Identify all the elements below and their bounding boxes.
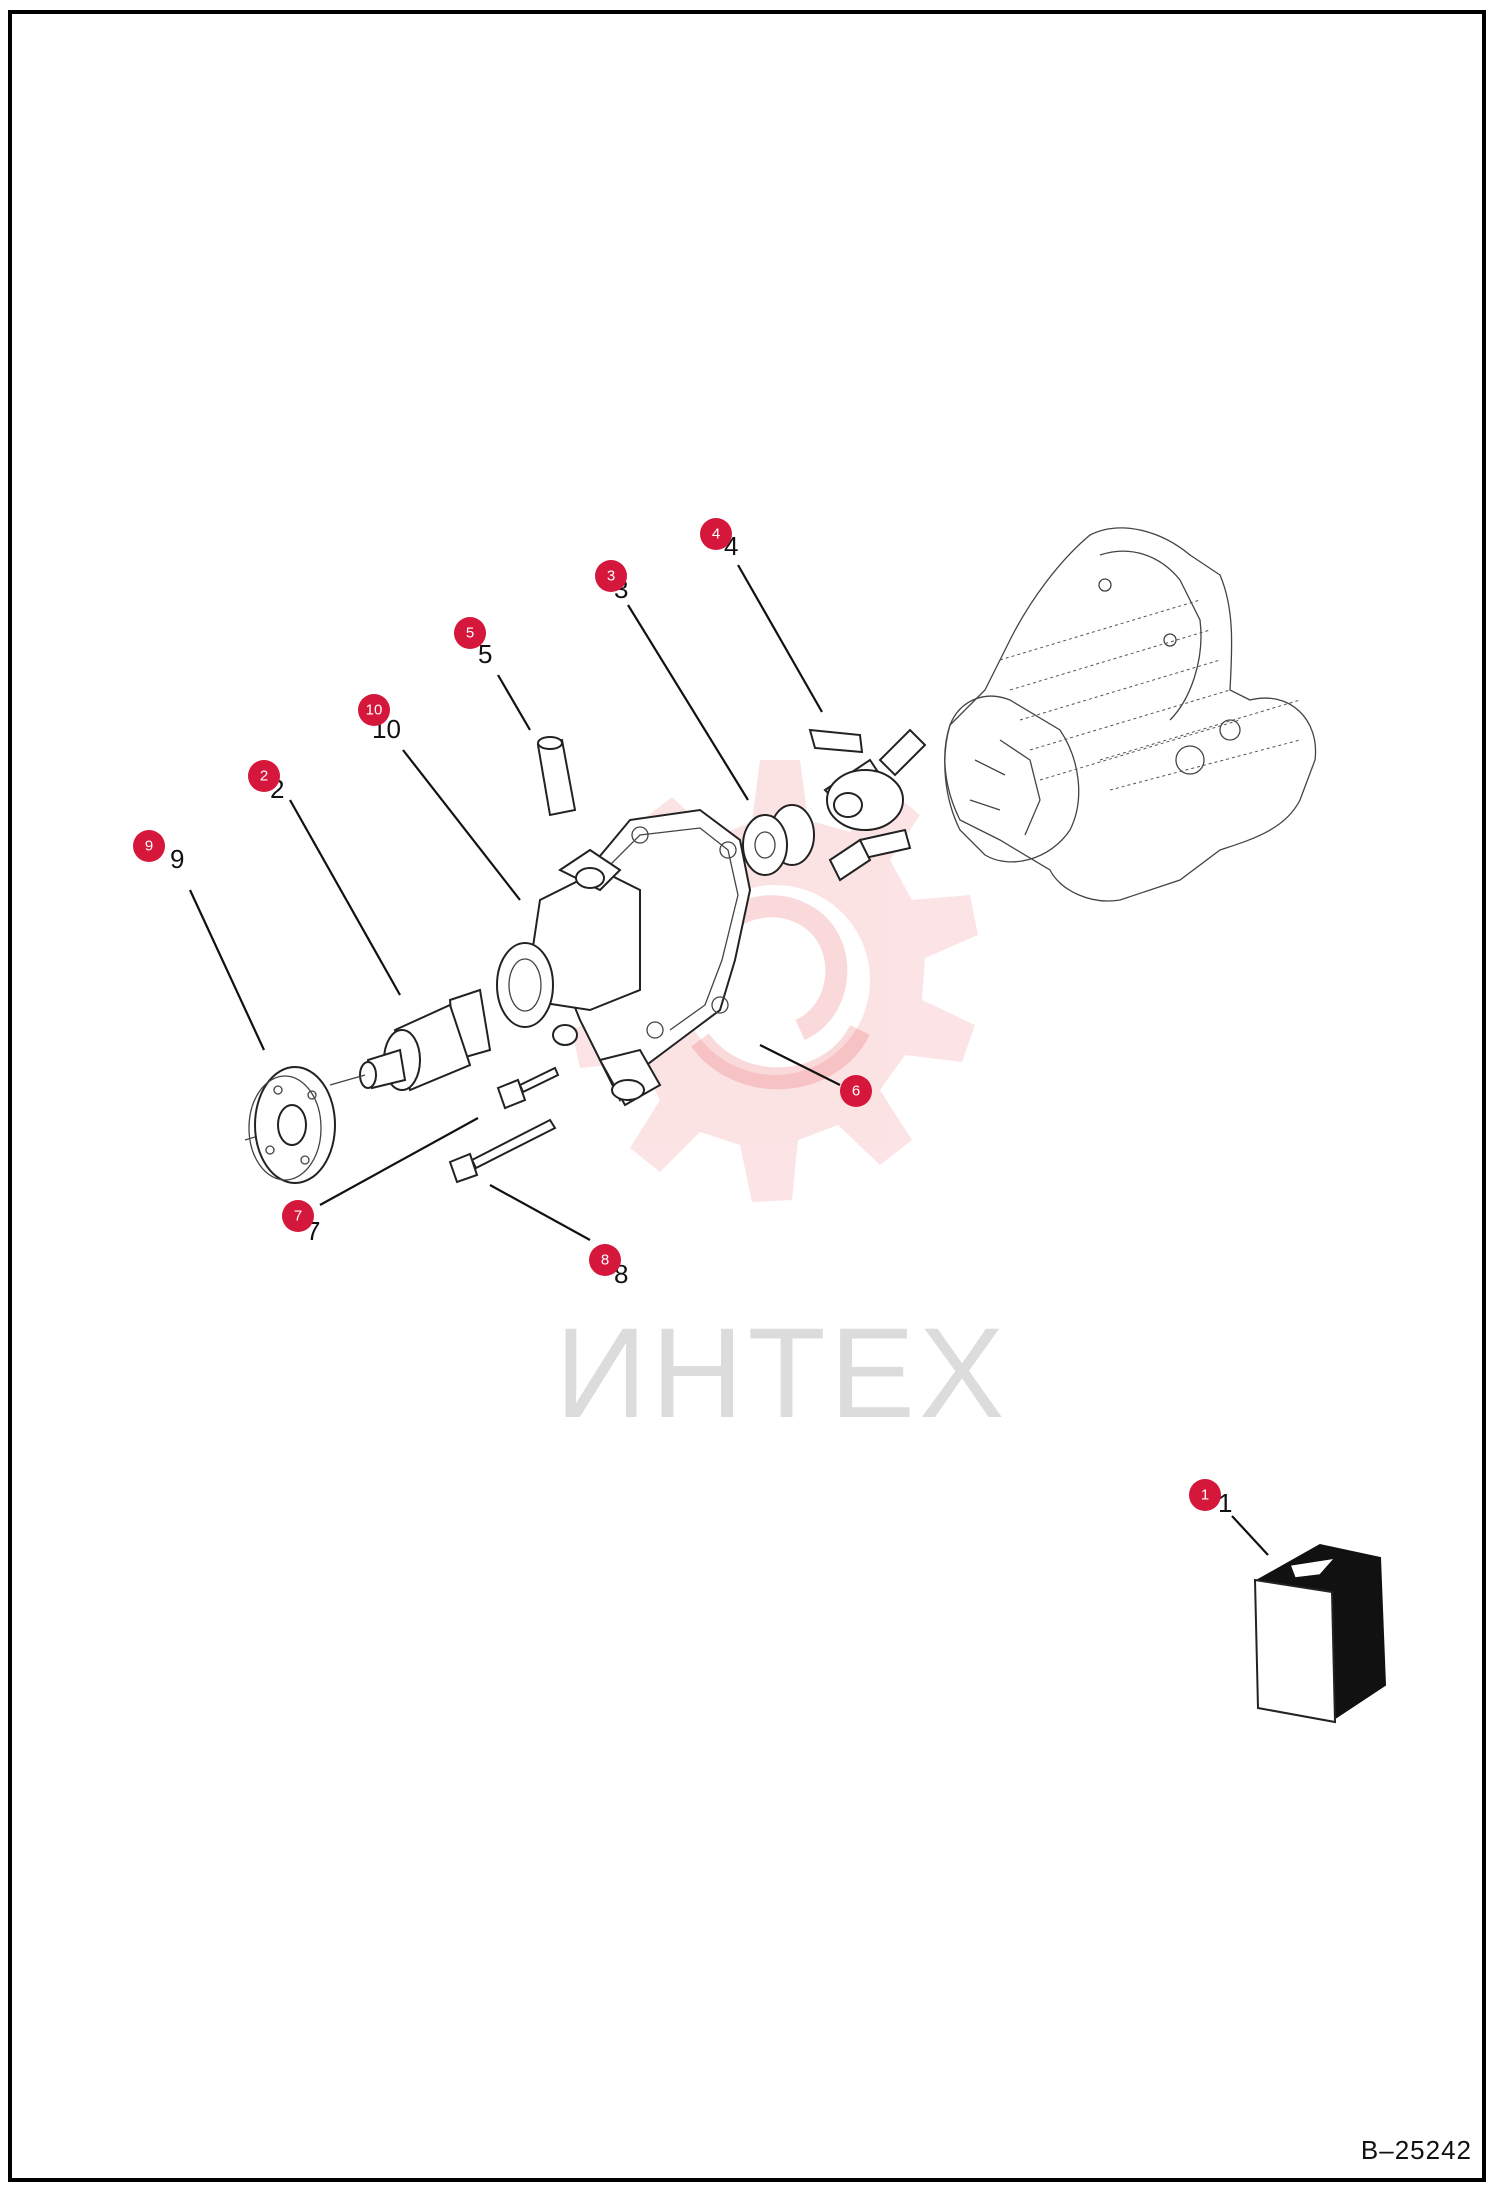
shaft-bearing bbox=[329, 988, 492, 1092]
svg-text:6: 6 bbox=[852, 1083, 860, 1100]
engine-block bbox=[944, 527, 1317, 902]
callout-badge-5[interactable]: 5 bbox=[454, 617, 486, 649]
svg-text:10: 10 bbox=[366, 702, 383, 719]
pump-housing bbox=[496, 808, 752, 1107]
svg-text:8: 8 bbox=[601, 1252, 609, 1269]
part-number-1: 1 bbox=[1218, 1488, 1232, 1518]
impeller bbox=[808, 728, 927, 882]
svg-text:5: 5 bbox=[466, 625, 474, 642]
document-id: B–25242 bbox=[1360, 2135, 1472, 2165]
bypass-pipe bbox=[536, 736, 577, 817]
callout-badge-2[interactable]: 2 bbox=[248, 760, 280, 792]
diagram-frame bbox=[8, 10, 1486, 2182]
callout-badge-9[interactable]: 9 bbox=[133, 830, 165, 862]
bolt-long bbox=[448, 1118, 557, 1184]
svg-text:3: 3 bbox=[607, 568, 615, 585]
leader-lines bbox=[189, 564, 1269, 1556]
svg-text:1: 1 bbox=[1201, 1487, 1209, 1504]
callout-badge-4[interactable]: 4 bbox=[700, 518, 732, 550]
callout-badge-3[interactable]: 3 bbox=[595, 560, 627, 592]
mechanical-seal bbox=[742, 804, 815, 876]
watermark-text: ИНТЕХ bbox=[555, 1302, 1009, 1445]
repair-kit-box bbox=[1253, 1543, 1387, 1724]
callout-badge-7[interactable]: 7 bbox=[282, 1200, 314, 1232]
svg-text:9: 9 bbox=[145, 838, 153, 855]
callout-badge-1[interactable]: 1 bbox=[1189, 1479, 1221, 1511]
bolt-short bbox=[496, 1066, 560, 1110]
svg-text:4: 4 bbox=[712, 526, 720, 543]
callout-badge-6[interactable]: 6 bbox=[840, 1075, 872, 1107]
part-number-9: 9 bbox=[170, 844, 184, 874]
part-number-5: 5 bbox=[478, 639, 492, 669]
callout-badge-8[interactable]: 8 bbox=[589, 1244, 621, 1276]
pulley-hub bbox=[244, 1066, 336, 1184]
svg-text:2: 2 bbox=[260, 768, 268, 785]
svg-text:7: 7 bbox=[294, 1208, 302, 1225]
callout-badge-10[interactable]: 10 bbox=[358, 694, 390, 726]
